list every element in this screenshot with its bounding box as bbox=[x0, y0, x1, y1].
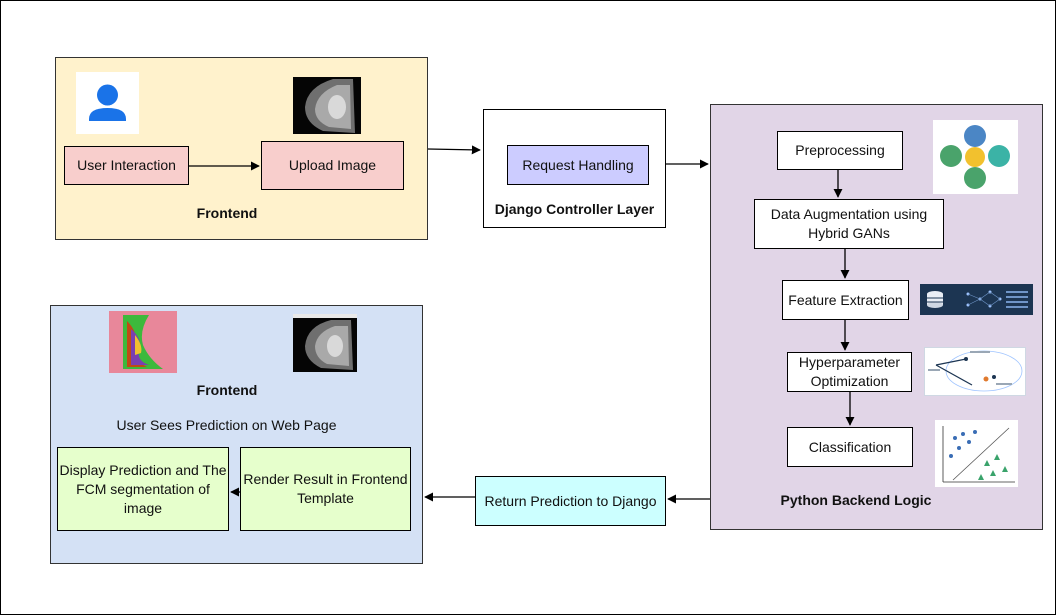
hyperparameter-label: Hyperparameter Optimization bbox=[798, 354, 901, 389]
render-result-node: Render Result in Frontend Template bbox=[240, 447, 411, 531]
display-prediction-node: Display Prediction and The FCM segmentat… bbox=[57, 447, 229, 531]
mammogram-thumbnail bbox=[293, 77, 361, 134]
feature-extraction-label: Feature Extraction bbox=[788, 291, 903, 308]
upload-image-label: Upload Image bbox=[288, 157, 377, 173]
user-interaction-label: User Interaction bbox=[77, 157, 176, 173]
arrow-frontend-to-controller bbox=[427, 145, 481, 155]
hyperparameter-node: Hyperparameter Optimization bbox=[787, 352, 912, 392]
hyperparameter-figure bbox=[924, 347, 1026, 396]
classification-figure bbox=[935, 420, 1018, 487]
request-handling-node: Request Handling bbox=[507, 145, 649, 185]
frontend-bottom-label: Frontend bbox=[196, 382, 258, 398]
display-prediction-label: Display Prediction and The FCM segmentat… bbox=[59, 461, 227, 516]
controller-label: Django Controller Layer bbox=[494, 201, 655, 217]
preprocessing-node: Preprocessing bbox=[777, 131, 903, 170]
prediction-caption: User Sees Prediction on Web Page bbox=[116, 417, 337, 433]
augmentation-label: Data Augmentation using Hybrid GANs bbox=[770, 206, 928, 241]
upload-image-node: Upload Image bbox=[261, 141, 404, 190]
backend-label: Python Backend Logic bbox=[780, 492, 932, 508]
preprocessing-label: Preprocessing bbox=[795, 142, 885, 158]
augmentation-node: Data Augmentation using Hybrid GANs bbox=[754, 199, 944, 249]
preprocessing-cycle-figure bbox=[933, 120, 1018, 194]
classification-node: Classification bbox=[787, 427, 913, 467]
feature-extraction-figure bbox=[920, 284, 1033, 315]
render-result-label: Render Result in Frontend Template bbox=[243, 471, 408, 506]
request-handling-label: Request Handling bbox=[522, 156, 634, 173]
user-interaction-node: User Interaction bbox=[64, 146, 189, 185]
fcm-segmentation-thumbnail bbox=[109, 311, 177, 373]
frontend-top-label: Frontend bbox=[196, 205, 258, 221]
user-avatar-icon bbox=[76, 72, 139, 134]
return-prediction-label: Return Prediction to Django bbox=[484, 492, 657, 509]
feature-extraction-node: Feature Extraction bbox=[782, 280, 909, 320]
classification-label: Classification bbox=[808, 438, 892, 455]
prediction-mammogram-thumbnail bbox=[293, 314, 357, 372]
return-prediction-node: Return Prediction to Django bbox=[475, 476, 666, 526]
